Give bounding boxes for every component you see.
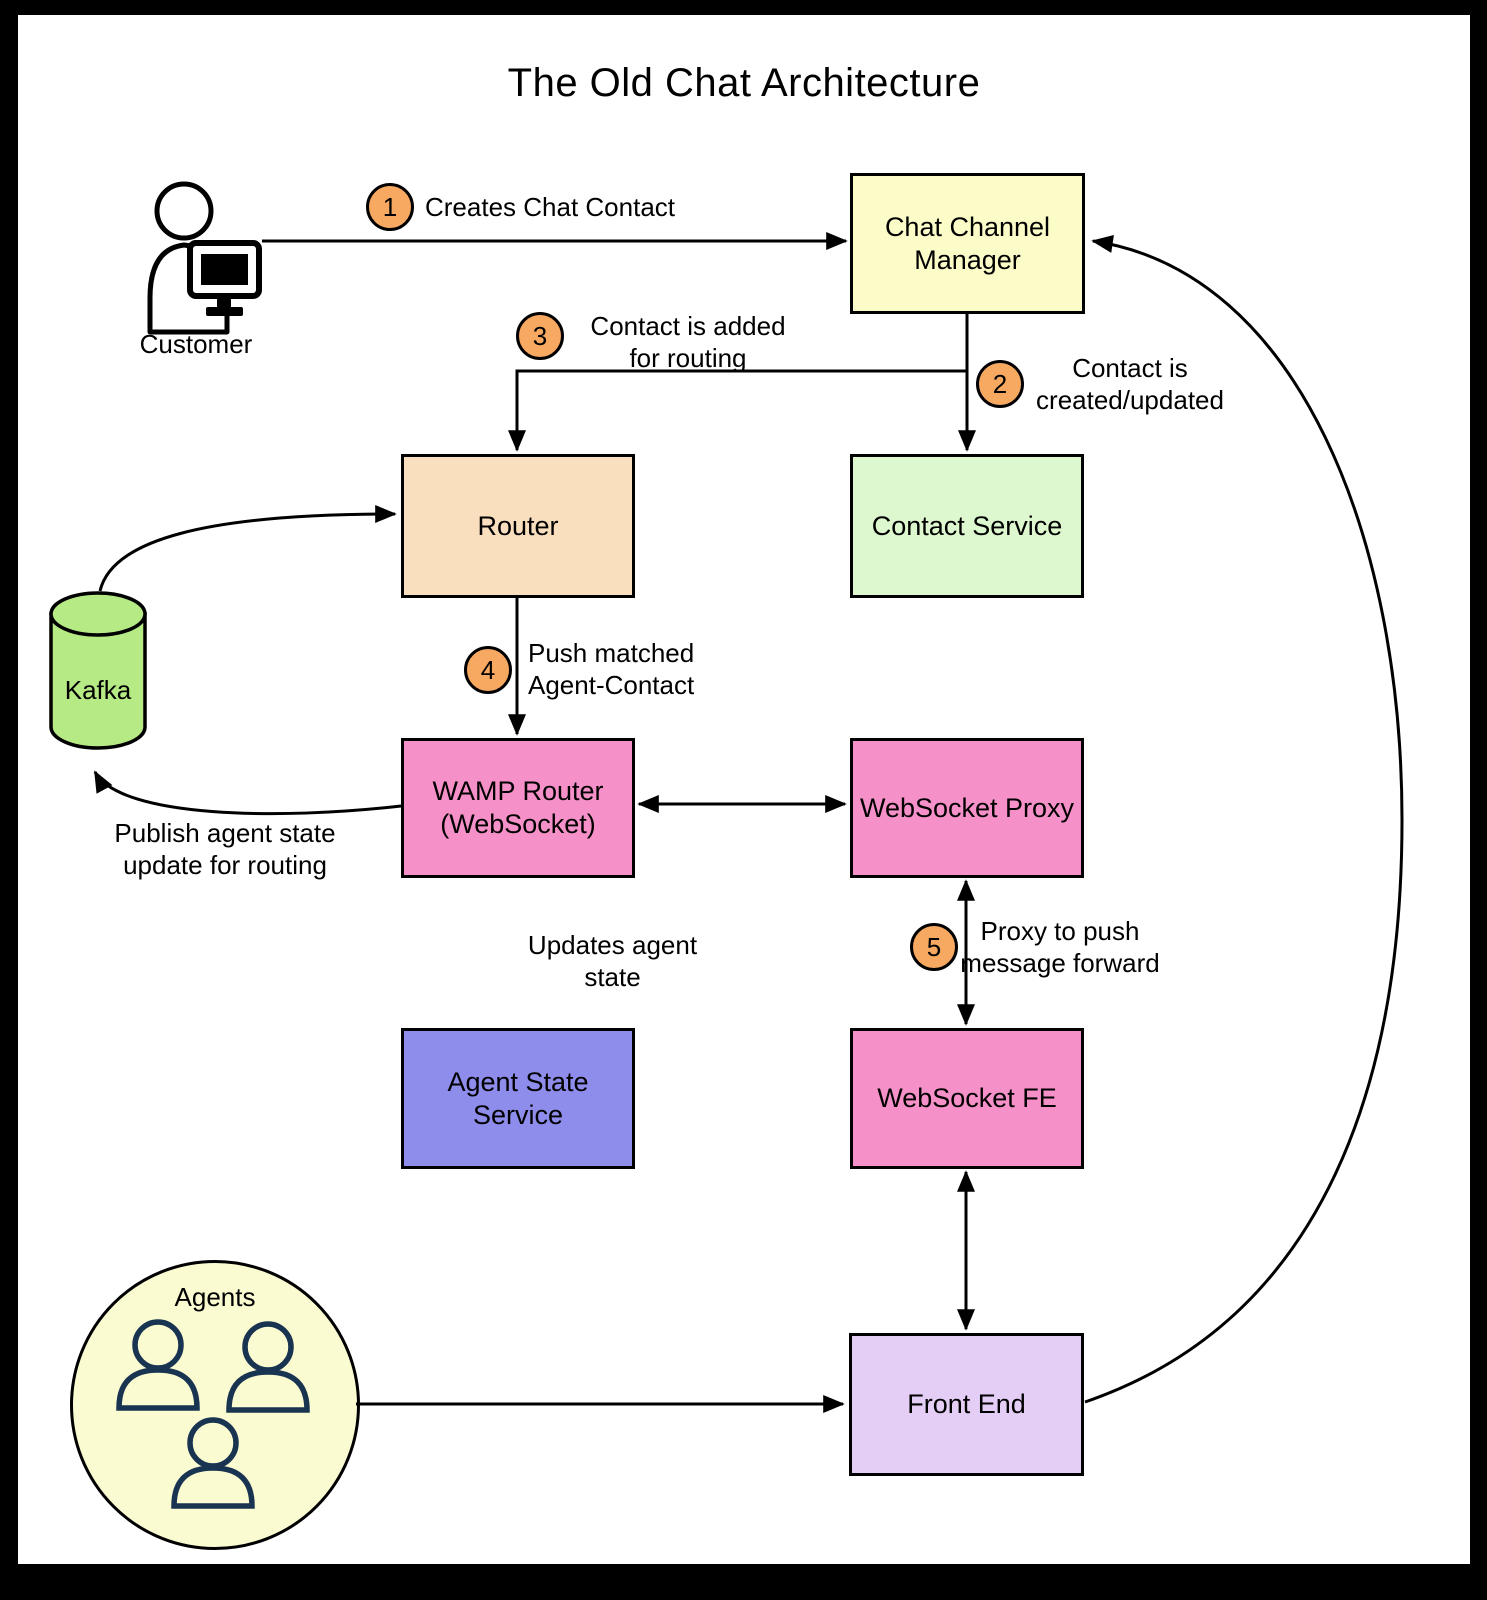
step-badge-2: 2: [976, 360, 1024, 408]
node-agent-state-service: Agent State Service: [401, 1028, 635, 1169]
edge-label-updates-agent-state: Updates agent state: [527, 930, 698, 992]
node-contact-service: Contact Service: [850, 454, 1084, 598]
kafka-label: Kafka: [64, 675, 132, 705]
step-badge-1: 1: [366, 183, 414, 231]
step-label-5: Proxy to push message forward: [960, 916, 1160, 978]
node-websocket-fe: WebSocket FE: [850, 1028, 1084, 1169]
edge-label-publish-agent-state: Publish agent state update for routing: [114, 818, 336, 880]
step-label-1: Creates Chat Contact: [425, 192, 676, 222]
customer-label: Customer: [139, 329, 253, 359]
node-websocket-proxy: WebSocket Proxy: [850, 738, 1084, 878]
step-badge-3: 3: [516, 312, 564, 360]
agents-label: Agents: [174, 1282, 256, 1312]
step-badge-4: 4: [464, 646, 512, 694]
step-label-4: Push matched Agent-Contact: [528, 638, 695, 700]
node-chat-channel-manager: Chat Channel Manager: [850, 173, 1085, 314]
node-wamp-router: WAMP Router (WebSocket): [401, 738, 635, 878]
diagram-title: The Old Chat Architecture: [507, 61, 981, 105]
step-badge-5: 5: [910, 923, 958, 971]
step-label-3: Contact is added for routing: [590, 311, 786, 373]
node-front-end: Front End: [849, 1333, 1084, 1476]
step-label-2: Contact is created/updated: [1036, 353, 1224, 415]
node-router: Router: [401, 454, 635, 598]
